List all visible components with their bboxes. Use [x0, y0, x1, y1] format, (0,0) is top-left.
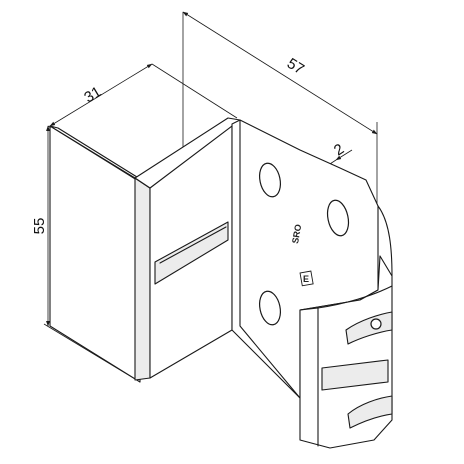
hinge-slot-3: [347, 395, 393, 429]
inner-slot: [154, 221, 229, 285]
mounting-hole-top-right: [326, 199, 350, 237]
hinge-slot-1: [345, 311, 393, 345]
dimension-label-depth: 31: [81, 83, 104, 106]
left-plate-side: [49, 125, 141, 383]
leader-line-thickness-tail: [335, 149, 353, 161]
inner-slot-edge: [159, 226, 227, 264]
left-plate-edge: [134, 177, 151, 381]
hinge-pin-hole: [370, 318, 382, 330]
bracket-part: SRO E: [49, 117, 393, 449]
mounting-hole-top-left: [258, 162, 282, 198]
dimension-label-height: 55: [31, 218, 48, 235]
extension-line-depth-back: [151, 63, 238, 119]
dimension-label-width: 57: [284, 55, 307, 78]
mounting-hole-bottom-left: [258, 290, 282, 326]
hinge-slot-2: [321, 359, 389, 391]
hinge-wrap: [299, 255, 393, 449]
hinge-top-edge: [317, 285, 393, 309]
dimension-line-depth: [49, 63, 153, 127]
dimension-label-thickness: 2: [331, 141, 347, 160]
logo-letter: E: [303, 274, 309, 284]
manufacturer-logo-icon: E: [299, 270, 314, 287]
dimension-height: 55: [31, 125, 141, 383]
hinge-curve-top: [377, 205, 393, 277]
part-marking: SRO: [290, 223, 303, 244]
dimension-depth: 31: [47, 63, 238, 132]
mounting-plate-inner-edge: [239, 119, 301, 399]
dimension-line-width: [182, 11, 378, 135]
